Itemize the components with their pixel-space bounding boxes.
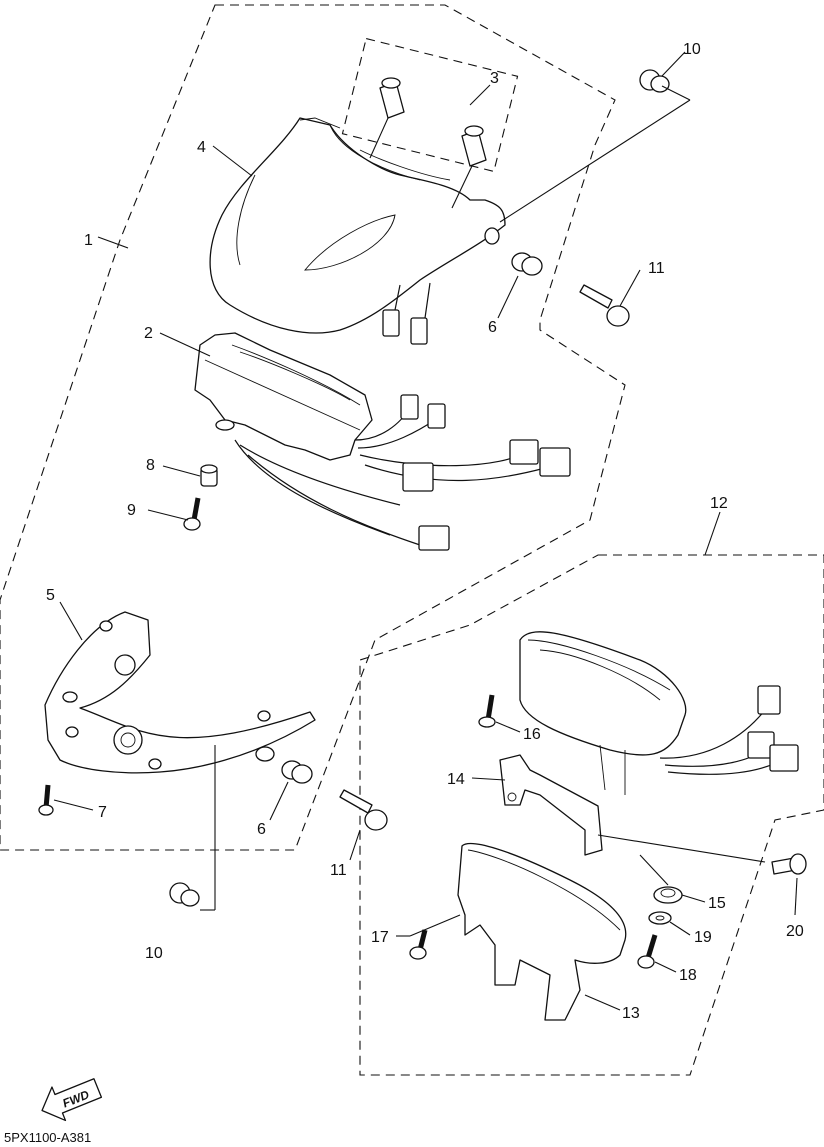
collar-8	[200, 464, 218, 487]
callout-10-bottom: 10	[145, 945, 163, 962]
meter-case-13	[457, 842, 627, 1021]
callout-14: 14	[447, 771, 465, 788]
collar-top	[639, 69, 670, 93]
callout-6-bottom: 6	[257, 821, 266, 838]
callout-17: 17	[371, 929, 389, 946]
screw-18	[637, 934, 658, 969]
grommet-bottom	[281, 760, 313, 784]
callout-5: 5	[46, 587, 55, 604]
grommet-top	[511, 252, 543, 276]
screw-7	[38, 784, 54, 816]
assembly-12-boundary	[359, 554, 824, 1076]
bulb-sockets	[369, 77, 487, 209]
diagram-code: 5PX1100-A381	[4, 1130, 91, 1145]
callout-labels: 1 2 3 4 5 6 6 7 8 9 10 10 11 11 12 13 14…	[46, 41, 804, 1022]
callout-12: 12	[710, 495, 728, 512]
meter-bracket	[44, 611, 316, 774]
bolt-20	[771, 853, 807, 875]
leader-lines	[53, 51, 798, 1011]
grommet-15	[653, 886, 683, 904]
bulb-group-boundary	[341, 37, 519, 173]
callout-19: 19	[694, 929, 712, 946]
callout-16: 16	[523, 726, 541, 743]
callout-3: 3	[490, 70, 499, 87]
bolt-bottom	[339, 789, 388, 831]
callout-11-top: 11	[648, 260, 665, 277]
meter-housing	[194, 332, 571, 551]
callout-6-top: 6	[488, 319, 497, 336]
callout-1: 1	[84, 232, 93, 249]
meter-cover	[209, 117, 506, 345]
washer-19	[648, 911, 672, 925]
meter-unit	[519, 631, 799, 795]
callout-2: 2	[144, 325, 153, 342]
screw-16	[478, 694, 496, 728]
stay-14	[499, 754, 603, 856]
callout-15: 15	[708, 895, 726, 912]
callout-7: 7	[98, 804, 107, 821]
callout-8: 8	[146, 457, 155, 474]
callout-11-bottom: 11	[330, 862, 347, 879]
callout-4: 4	[197, 139, 206, 156]
callout-13: 13	[622, 1005, 640, 1022]
screw-17	[409, 929, 428, 960]
collar-bottom	[169, 882, 200, 907]
screw-9	[183, 497, 201, 531]
callout-10-top: 10	[683, 41, 701, 58]
callout-9: 9	[127, 502, 136, 519]
callout-18: 18	[679, 967, 697, 984]
callout-20: 20	[786, 923, 804, 940]
bolt-top	[579, 284, 630, 327]
fwd-arrow: FWD	[41, 1078, 103, 1122]
